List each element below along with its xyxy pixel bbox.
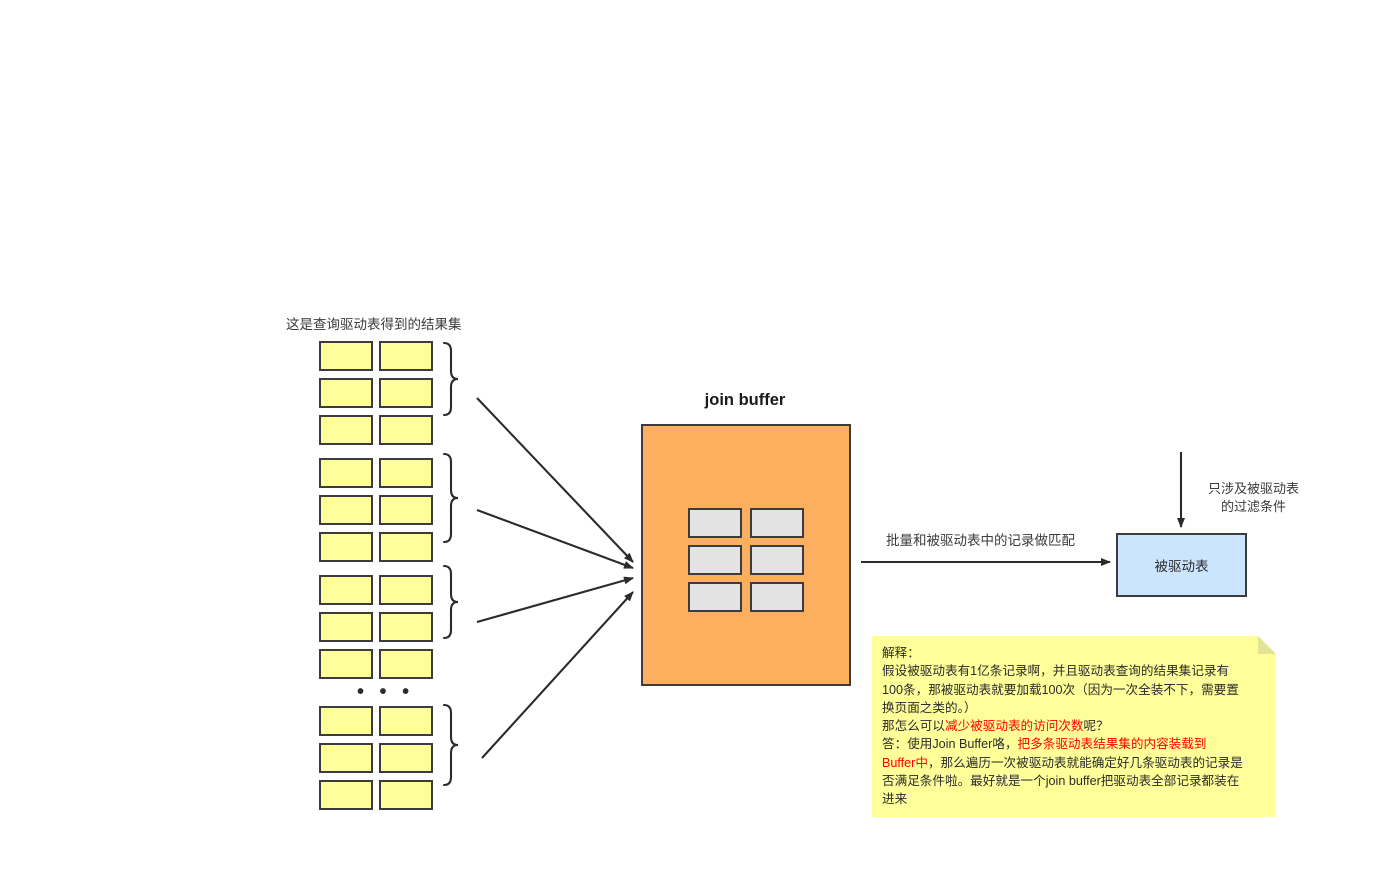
join-buffer-row	[688, 508, 804, 538]
note-line-4: 换页面之类的。）	[882, 700, 977, 715]
resultset-cell	[379, 706, 433, 736]
resultset-cell	[379, 378, 433, 408]
note-line-6-highlight: 把多条驱动表结果集的内容装载到	[1017, 737, 1207, 752]
resultset-cell	[379, 649, 433, 679]
filter-label-line1: 只涉及被驱动表	[1208, 481, 1300, 496]
resultset-cell	[379, 575, 433, 605]
resultset-to-buffer-arrows	[476, 397, 634, 759]
resultset-grid	[319, 341, 433, 686]
resultset-row	[319, 378, 433, 408]
note-line-3: 100条，那被驱动表就要加载100次（因为一次全装不下，需要置	[882, 682, 1239, 697]
resultset-cell	[319, 780, 373, 810]
resultset-row	[319, 341, 433, 371]
note-line-6: 答：使用Join Buffer咯，把多条驱动表结果集的内容装载到	[882, 735, 1266, 753]
resultset-row	[319, 612, 433, 642]
join-buffer-row	[688, 582, 804, 612]
resultset-row	[319, 415, 433, 445]
resultset-ellipsis: • • •	[357, 681, 415, 703]
resultset-cell	[379, 780, 433, 810]
resultset-cell	[379, 612, 433, 642]
resultset-grid-bottom	[319, 706, 433, 817]
resultset-cell	[319, 495, 373, 525]
note-line-9: 进来	[882, 792, 908, 806]
resultset-cell	[379, 415, 433, 445]
note-line-6-prefix: 答：使用Join Buffer咯，	[882, 737, 1018, 752]
note-line-7-suffix: ，那么遍历一次被驱动表就能确定好几条驱动表的记录是	[927, 755, 1243, 770]
resultset-cell	[319, 612, 373, 642]
resultset-cell	[319, 532, 373, 562]
resultset-cell	[379, 532, 433, 562]
resultset-cell	[319, 575, 373, 605]
group-braces	[442, 341, 459, 787]
join-buffer-cell	[688, 545, 742, 575]
note-line-7: Buffer中，那么遍历一次被驱动表就能确定好几条驱动表的记录是	[882, 754, 1266, 772]
resultset-cell	[319, 458, 373, 488]
join-buffer-cell	[750, 545, 804, 575]
filter-arrow-label: 只涉及被驱动表 的过滤条件	[1208, 480, 1299, 515]
join-buffer-cell	[750, 582, 804, 612]
resultset-cell	[319, 378, 373, 408]
resultset-cell	[379, 743, 433, 773]
note-line-8: 否满足条件啦。最好就是一个join buffer把驱动表全部记录都装在	[882, 773, 1240, 788]
resultset-group	[319, 706, 433, 810]
note-line-7-highlight: Buffer中	[882, 755, 928, 770]
resultset-group	[319, 458, 433, 562]
note-line-5-highlight: 减少被驱动表的访问次数	[944, 719, 1084, 733]
explanation-note: 解释： 假设被驱动表有1亿条记录啊，并且驱动表查询的结果集记录有 100条，那被…	[872, 636, 1276, 817]
resultset-row	[319, 780, 433, 810]
resultset-row	[319, 706, 433, 736]
join-buffer-cell	[688, 582, 742, 612]
resultset-group	[319, 341, 433, 445]
join-buffer-cells	[688, 508, 804, 619]
resultset-group	[319, 575, 433, 679]
resultset-cell	[319, 706, 373, 736]
note-line-5-prefix: 那怎么可以	[882, 719, 945, 733]
resultset-row	[319, 458, 433, 488]
match-arrow-label: 批量和被驱动表中的记录做匹配	[886, 533, 1075, 548]
resultset-cell	[319, 649, 373, 679]
join-buffer-row	[688, 545, 804, 575]
note-line-2: 假设被驱动表有1亿条记录啊，并且驱动表查询的结果集记录有	[882, 664, 1230, 679]
resultset-row	[319, 649, 433, 679]
resultset-row	[319, 532, 433, 562]
join-buffer-cell	[688, 508, 742, 538]
resultset-row	[319, 575, 433, 605]
resultset-title: 这是查询驱动表得到的结果集	[286, 317, 462, 332]
resultset-cell	[319, 743, 373, 773]
note-line-5-suffix: 呢？	[1083, 719, 1109, 733]
join-buffer-title: join buffer	[704, 391, 786, 409]
resultset-cell	[379, 341, 433, 371]
note-line-1: 解释：	[882, 646, 920, 660]
resultset-cell	[379, 495, 433, 525]
resultset-cell	[379, 458, 433, 488]
resultset-row	[319, 743, 433, 773]
filter-label-line2: 的过滤条件	[1221, 498, 1287, 514]
resultset-cell	[319, 341, 373, 371]
join-buffer-cell	[750, 508, 804, 538]
resultset-row	[319, 495, 433, 525]
driven-table-box: 被驱动表	[1116, 533, 1247, 597]
join-buffer-box	[641, 424, 851, 686]
resultset-cell	[319, 415, 373, 445]
note-line-5: 那怎么可以减少被驱动表的访问次数呢？	[882, 717, 1266, 735]
